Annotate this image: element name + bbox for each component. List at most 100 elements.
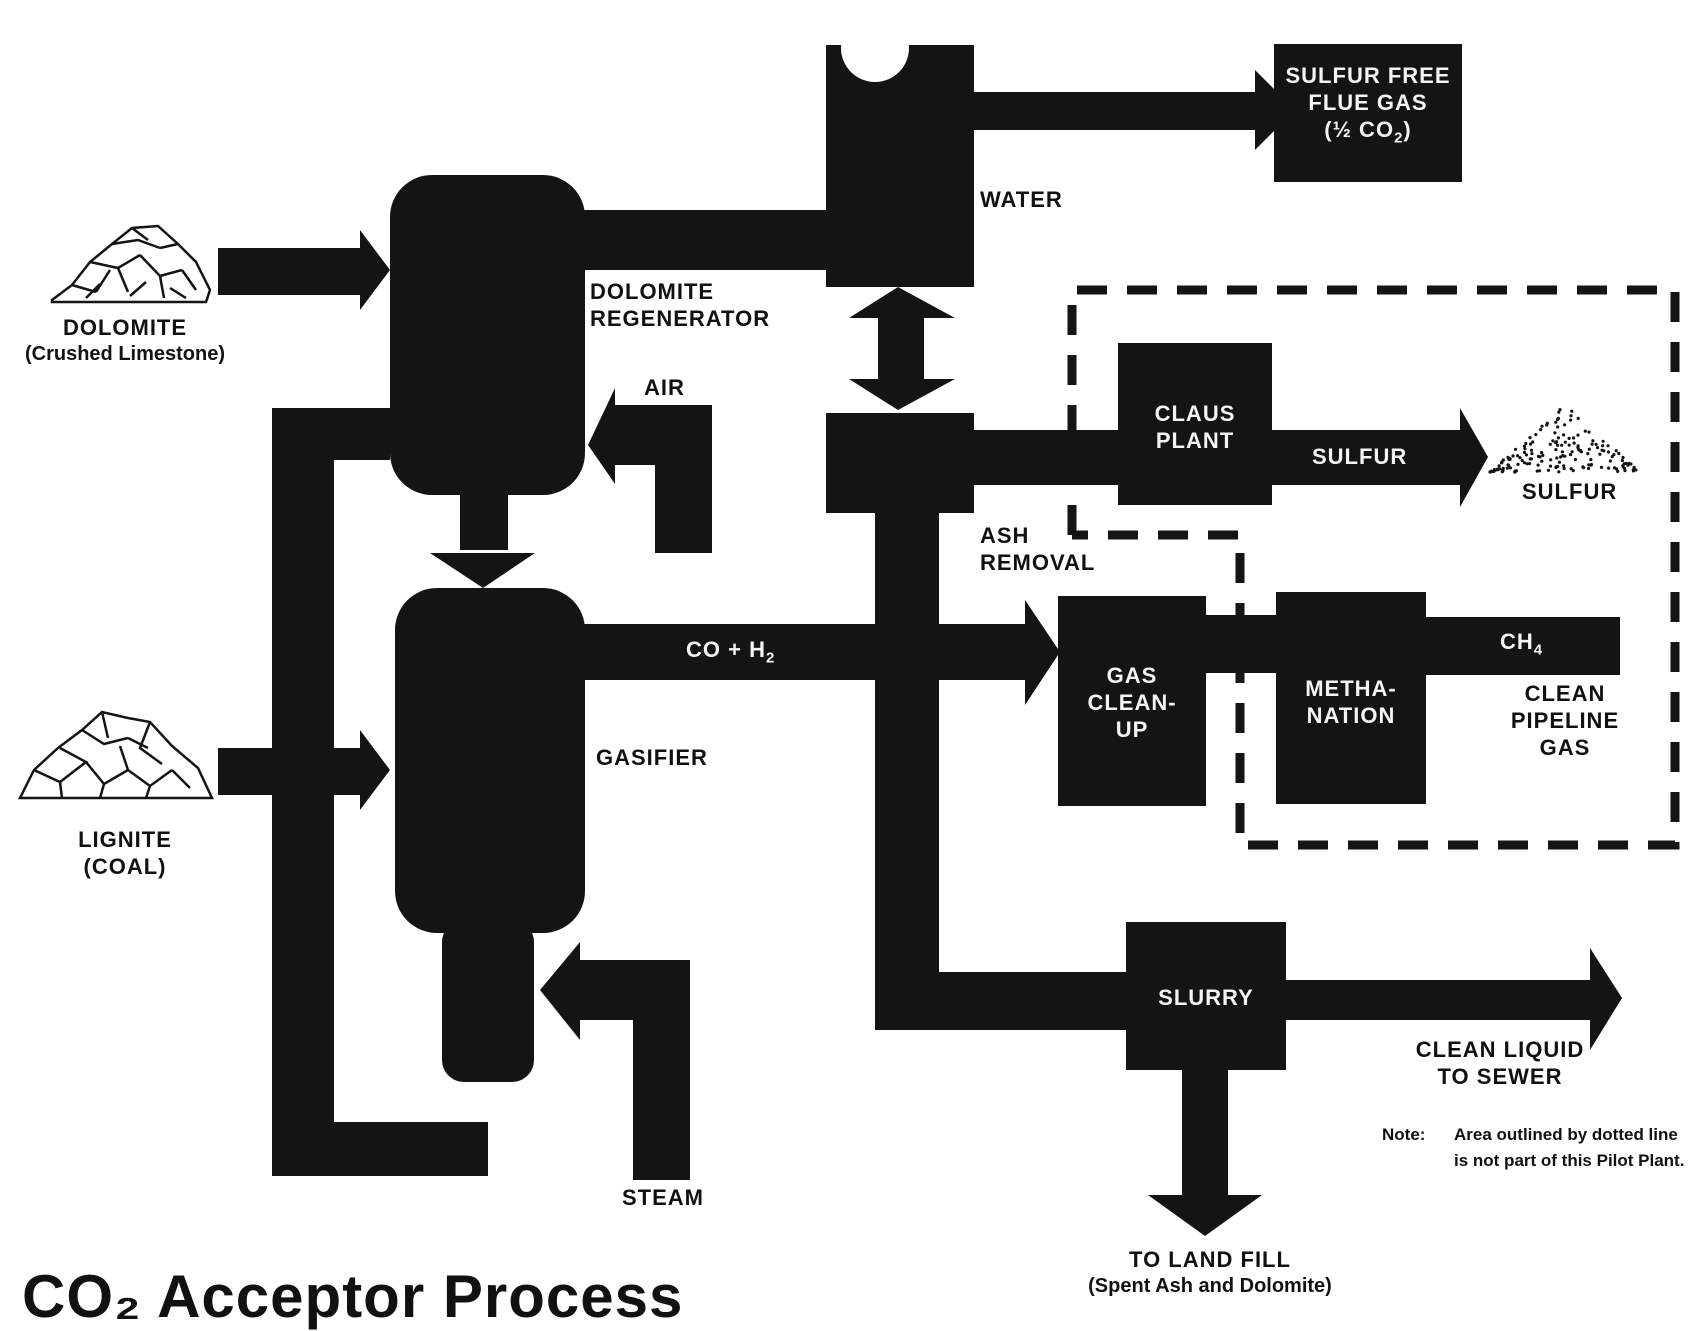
lignite-pile-icon: [20, 712, 212, 798]
gas-cleanup-label: GAS CLEAN- UP: [1058, 662, 1206, 743]
sulfur-grain: [1555, 456, 1558, 459]
gasifier-vessel: [395, 588, 585, 933]
sulfur-grain: [1541, 454, 1544, 457]
landfill-label: TO LAND FILL (Spent Ash and Dolomite): [1070, 1246, 1350, 1300]
sulfur-grain: [1530, 452, 1533, 455]
clean-liquid-arrow: [1280, 948, 1622, 1050]
sulfur-grain: [1530, 449, 1533, 452]
sulfur-grain: [1498, 464, 1501, 467]
landfill-line1: TO LAND FILL: [1070, 1246, 1350, 1273]
sulfur-grain: [1540, 451, 1543, 454]
flue-gas-arrow: [974, 70, 1295, 150]
air-arrow: [588, 388, 712, 553]
sulfur-grain: [1526, 462, 1529, 465]
flue-gas-ratio: (½ CO: [1324, 117, 1394, 142]
sulfur-grain: [1569, 414, 1572, 417]
pipeline-gas-line3: GAS: [1500, 734, 1630, 761]
pipeline-gas-label: CLEAN PIPELINE GAS: [1500, 680, 1630, 761]
sulfur-stream-label: SULFUR: [1312, 443, 1407, 470]
sulfur-grain: [1554, 441, 1557, 444]
sulfur-grain: [1540, 425, 1543, 428]
regenerator-label-line1: DOLOMITE: [590, 278, 770, 305]
sulfur-grain: [1616, 470, 1619, 473]
water-label: WATER: [980, 186, 1063, 213]
methane-formula: CH: [1500, 629, 1534, 654]
sulfur-grain: [1540, 460, 1543, 463]
sulfur-grain: [1621, 456, 1624, 459]
sulfur-grain: [1598, 453, 1601, 456]
gas-cleanup-line2: CLEAN-: [1058, 689, 1206, 716]
sulfur-grain: [1547, 469, 1550, 472]
sulfur-pile-icon: [1488, 408, 1637, 474]
sulfur-grain: [1564, 441, 1567, 444]
sulfur-grain: [1591, 443, 1594, 446]
dolomite-label: DOLOMITE (Crushed Limestone): [20, 314, 230, 368]
sulfur-grain: [1502, 467, 1505, 470]
sulfur-grain: [1560, 444, 1563, 447]
sulfur-grain: [1557, 436, 1560, 439]
sulfur-grain: [1595, 443, 1598, 446]
sulfur-grain: [1557, 470, 1560, 473]
syngas-line: [580, 624, 1030, 680]
sulfur-grain: [1580, 450, 1583, 453]
sulfur-grain: [1576, 434, 1579, 437]
sulfur-grain: [1591, 439, 1594, 442]
sulfur-grain: [1621, 459, 1624, 462]
sulfur-grain: [1502, 458, 1505, 461]
sulfur-grain: [1574, 458, 1577, 461]
sulfur-grain: [1577, 444, 1580, 447]
sulfur-grain: [1554, 421, 1557, 424]
water-scrubber: [826, 45, 974, 287]
pipeline-gas-line1: CLEAN: [1500, 680, 1630, 707]
flue-gas-line1: SULFUR FREE: [1274, 62, 1462, 89]
sulfur-grain: [1523, 447, 1526, 450]
note-label: Note:: [1382, 1122, 1425, 1148]
sulfur-grain: [1563, 423, 1566, 426]
claus-plant-label: CLAUS PLANT: [1118, 400, 1272, 454]
sulfur-grain: [1558, 408, 1561, 411]
gasifier-label: GASIFIER: [596, 744, 708, 771]
sulfur-grain: [1556, 418, 1559, 421]
sulfur-grain: [1514, 470, 1517, 473]
syngas-label: CO + H2: [686, 636, 775, 671]
dolomite-regenerator-vessel: [390, 175, 585, 495]
sulfur-grain: [1556, 444, 1559, 447]
sulfur-grain: [1516, 454, 1519, 457]
sulfur-grain: [1572, 436, 1575, 439]
sulfur-grain: [1511, 454, 1514, 457]
sulfur-grain: [1561, 450, 1564, 453]
sulfur-grain: [1623, 469, 1626, 472]
sulfur-grain: [1529, 442, 1532, 445]
sulfur-grain: [1549, 458, 1552, 461]
sulfur-grain: [1568, 444, 1571, 447]
ash-removal-label: ASH REMOVAL: [980, 522, 1095, 576]
flue-gas-subscript: 2: [1394, 129, 1403, 146]
sulfur-grain: [1496, 468, 1499, 471]
methane-subscript: 4: [1534, 641, 1543, 658]
ash-removal-column: [875, 505, 939, 1030]
sulfur-grain: [1601, 449, 1604, 452]
ash-removal-label-line1: ASH: [980, 522, 1095, 549]
ash-removal-label-line2: REMOVAL: [980, 549, 1095, 576]
sulfur-grain: [1590, 463, 1593, 466]
gas-cleanup-line3: UP: [1058, 716, 1206, 743]
sulfur-grain: [1538, 469, 1541, 472]
note-text: Area outlined by dotted line is not part…: [1454, 1122, 1689, 1174]
air-label: AIR: [644, 374, 685, 401]
sulfur-grain: [1556, 425, 1559, 428]
ash-to-slurry-line: [875, 972, 1135, 1030]
sulfur-grain: [1587, 463, 1590, 466]
syngas-subscript: 2: [766, 649, 775, 666]
dolomite-detail: (Crushed Limestone): [20, 341, 230, 368]
sulfur-grain: [1534, 433, 1537, 436]
sulfur-grain: [1539, 428, 1542, 431]
sulfur-grain: [1562, 464, 1565, 467]
page-title: CO₂ Acceptor Process: [22, 1262, 683, 1331]
sulfur-grain: [1562, 433, 1565, 436]
sulfur-grain: [1530, 457, 1533, 460]
sulfur-grain: [1500, 461, 1503, 464]
sulfur-grain: [1525, 453, 1528, 456]
dolomite-name: DOLOMITE: [20, 314, 230, 341]
sulfur-grain: [1538, 455, 1541, 458]
scrubber-notch: [841, 14, 909, 82]
